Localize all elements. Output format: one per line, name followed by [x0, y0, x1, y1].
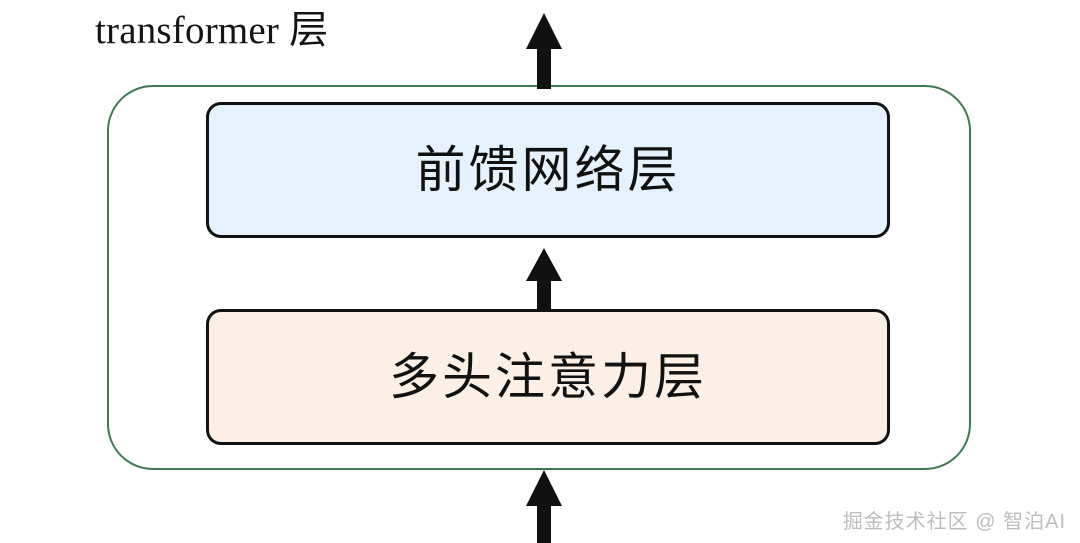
block-feed-forward-network-label: 前馈网络层 [415, 142, 681, 198]
block-feed-forward-network: 前馈网络层 [206, 102, 890, 238]
input-arrow-icon [526, 470, 562, 543]
page-title: transformer 层 [95, 9, 329, 52]
block-multi-head-attention: 多头注意力层 [206, 309, 890, 445]
watermark: 掘金技术社区 @ 智泊AI [842, 511, 1066, 533]
output-arrow-icon [526, 13, 562, 89]
attention-to-ffn-arrow-icon [526, 248, 562, 309]
block-multi-head-attention-label: 多头注意力层 [389, 349, 707, 405]
